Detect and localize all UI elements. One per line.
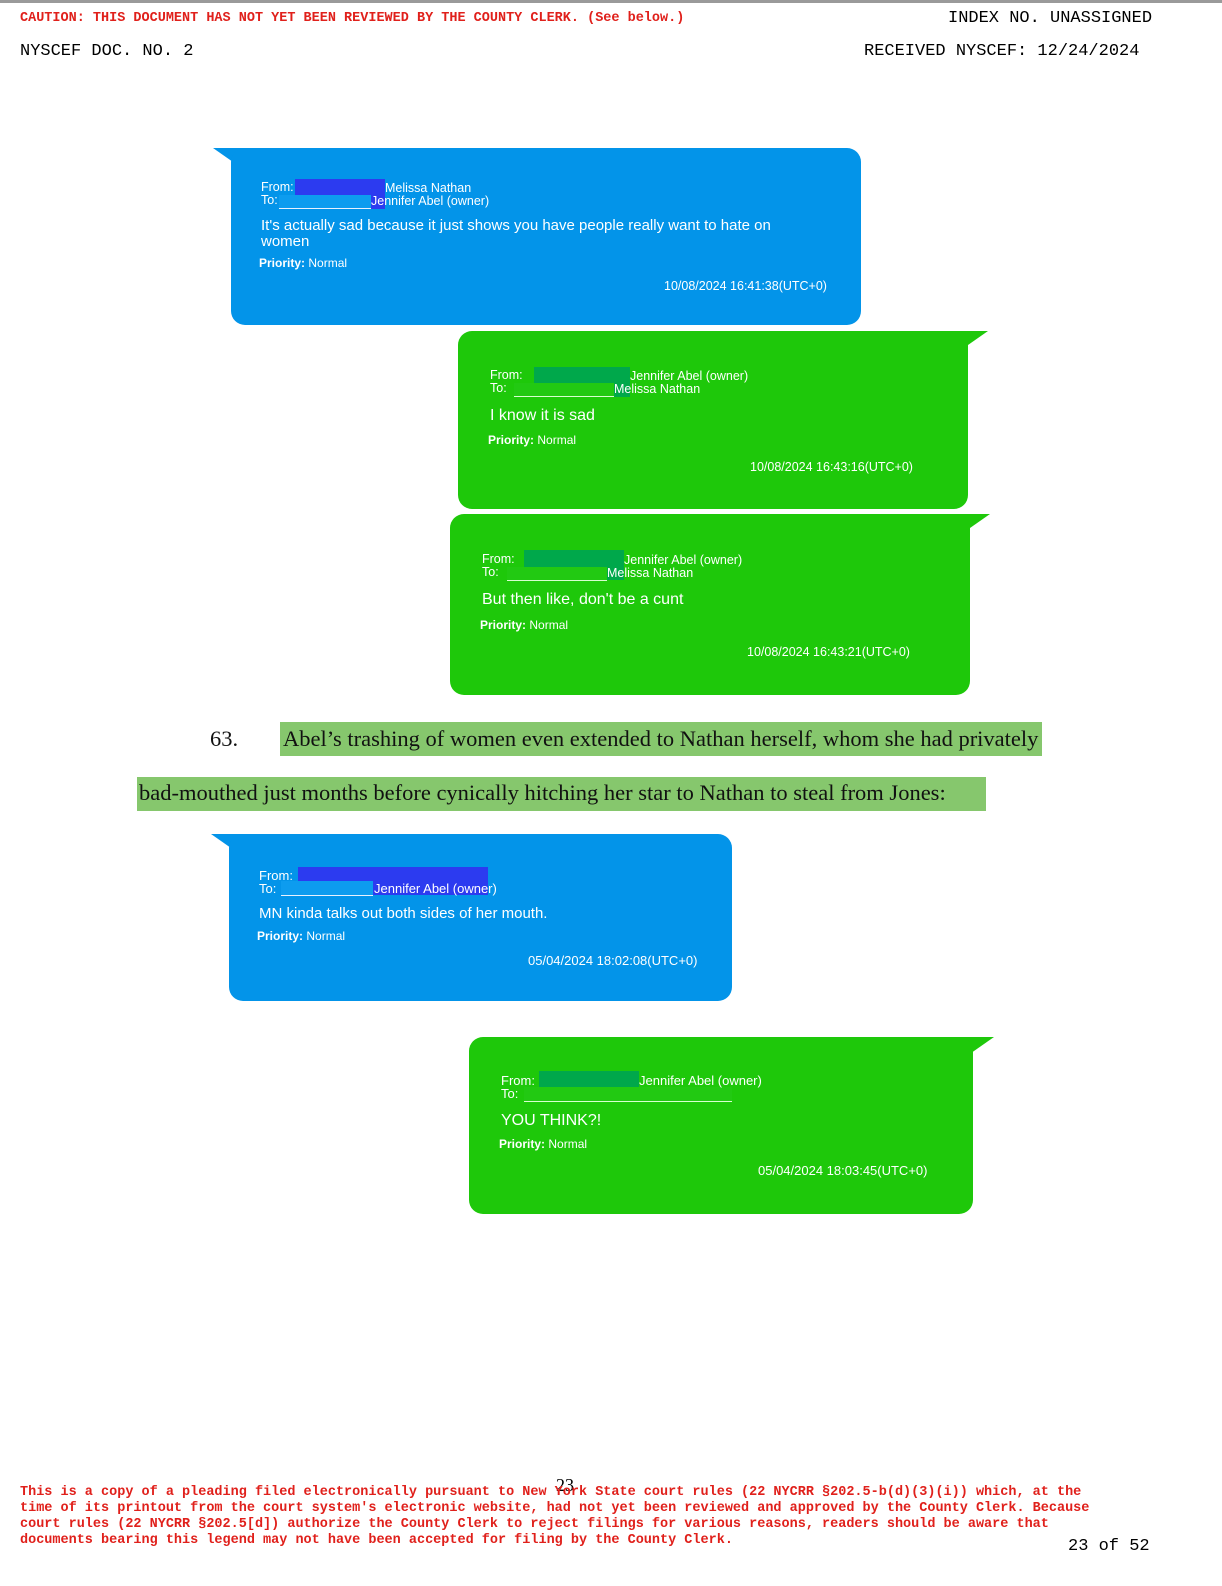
message-bubble-5: From: To: Jennifer Abel (owner) YOU THIN… — [469, 1037, 973, 1214]
page-number: 23 — [556, 1475, 574, 1495]
to-name: Melissa Nathan — [607, 566, 694, 580]
paragraph-line-2: bad-mouthed just months before cynically… — [139, 780, 946, 805]
priority: Priority: Normal — [499, 1137, 588, 1151]
from-label: From: — [501, 1073, 535, 1088]
footer-legend: This is a copy of a pleading filed elect… — [20, 1485, 1090, 1548]
priority: Priority: Normal — [257, 929, 346, 943]
priority: Priority: Normal — [488, 433, 577, 447]
page-of-total: 23 of 52 — [1068, 1537, 1150, 1556]
message-text: I know it is sad — [490, 407, 595, 424]
to-label: To: — [501, 1086, 519, 1101]
redaction-box — [279, 195, 371, 209]
doc-number: NYSCEF DOC. NO. 2 — [20, 42, 194, 61]
to-label: To: — [259, 881, 277, 896]
from-name: Melissa Nathan — [385, 181, 472, 195]
timestamp: 10/08/2024 16:41:38(UTC+0) — [664, 279, 827, 293]
paragraph-number: 63. — [210, 726, 239, 751]
message-bubble-4: From: To: Jennifer Abel (owner) MN kinda… — [229, 834, 732, 1001]
to-label: To: — [482, 565, 499, 579]
to-name: Jennifer Abel (owner) — [374, 881, 497, 896]
redaction-box — [507, 567, 607, 581]
from-label: From: — [261, 180, 294, 194]
from-name: Jennifer Abel (owner) — [630, 369, 749, 383]
from-name: Jennifer Abel (owner) — [639, 1073, 762, 1088]
received-date: RECEIVED NYSCEF: 12/24/2024 — [864, 42, 1140, 61]
timestamp: 10/08/2024 16:43:16(UTC+0) — [750, 460, 913, 474]
timestamp: 10/08/2024 16:43:21(UTC+0) — [747, 645, 910, 659]
caution-banner: CAUTION: THIS DOCUMENT HAS NOT YET BEEN … — [20, 11, 685, 26]
index-number: INDEX NO. UNASSIGNED — [948, 9, 1153, 28]
paragraph-line-1: Abel’s trashing of women even extended t… — [283, 726, 1039, 751]
to-label: To: — [490, 381, 507, 395]
top-border — [0, 0, 1222, 3]
from-label: From: — [490, 368, 523, 382]
to-label: To: — [261, 193, 278, 207]
redaction-box — [524, 1087, 732, 1102]
priority: Priority: Normal — [259, 256, 348, 270]
timestamp: 05/04/2024 18:03:45(UTC+0) — [758, 1163, 928, 1178]
redaction-box — [514, 383, 614, 397]
message-bubble-2: From: To: Jennifer Abel (owner) Melissa … — [458, 331, 968, 509]
message-text: YOU THINK?! — [501, 1112, 602, 1129]
from-name: Jennifer Abel (owner) — [624, 553, 743, 567]
highlight — [280, 722, 1042, 756]
from-label: From: — [482, 552, 515, 566]
highlight — [137, 777, 986, 811]
message-bubble-3: From: To: Jennifer Abel (owner) Melissa … — [450, 514, 970, 695]
message-text: It's actually sad because it just shows … — [261, 217, 771, 250]
redaction-box — [281, 881, 373, 896]
to-name: Jennifer Abel (owner) — [371, 194, 490, 208]
message-text: MN kinda talks out both sides of her mou… — [259, 905, 548, 922]
to-name: Melissa Nathan — [614, 382, 701, 396]
message-bubble-1: From: To: Melissa Nathan Jennifer Abel (… — [231, 148, 861, 325]
from-label: From: — [259, 868, 293, 883]
priority: Priority: Normal — [480, 618, 569, 632]
timestamp: 05/04/2024 18:02:08(UTC+0) — [528, 953, 698, 968]
message-text: But then like, don't be a cunt — [482, 591, 684, 608]
